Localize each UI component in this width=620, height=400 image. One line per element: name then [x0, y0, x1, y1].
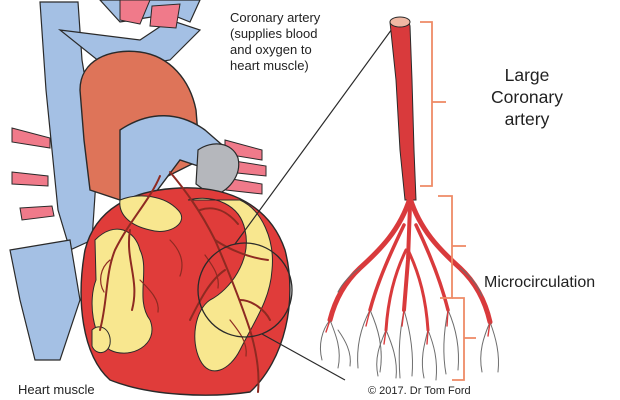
artery-lumen: [389, 16, 411, 28]
fat-left: [91, 228, 153, 354]
bracket-large-artery: [420, 21, 446, 187]
pulmonary-veins-top: [99, 0, 201, 23]
heart-muscle-label: Heart muscle: [18, 382, 95, 397]
large-coronary-artery: [389, 17, 417, 201]
projection-line-top: [234, 17, 401, 245]
bracket-microcirculation: [438, 195, 476, 381]
microcirculation-capillaries-red: [325, 309, 491, 345]
artery-branches: [327, 195, 493, 332]
microcirculation-label: Microcirculation: [484, 274, 596, 291]
magnified-region: [197, 242, 293, 338]
copyright-notice: © 2017. Dr Tom Ford: [368, 385, 471, 397]
projection-line-bottom: [261, 333, 346, 381]
pulmonary-vessels-pink-top: [119, 0, 181, 29]
fat-bottom-left: [91, 326, 111, 353]
large-coronary-artery-label: Large Coronary artery: [491, 65, 563, 129]
coronary-artery-label: Coronary artery (supplies blood and oxyg…: [230, 10, 321, 73]
left-vein: [9, 239, 81, 361]
microcirculation-capillaries: [319, 267, 499, 381]
pulmonary-vessels-pink-left: [11, 127, 55, 221]
pulmonary-trunk: [119, 115, 229, 201]
surface-vessels: [99, 171, 271, 393]
